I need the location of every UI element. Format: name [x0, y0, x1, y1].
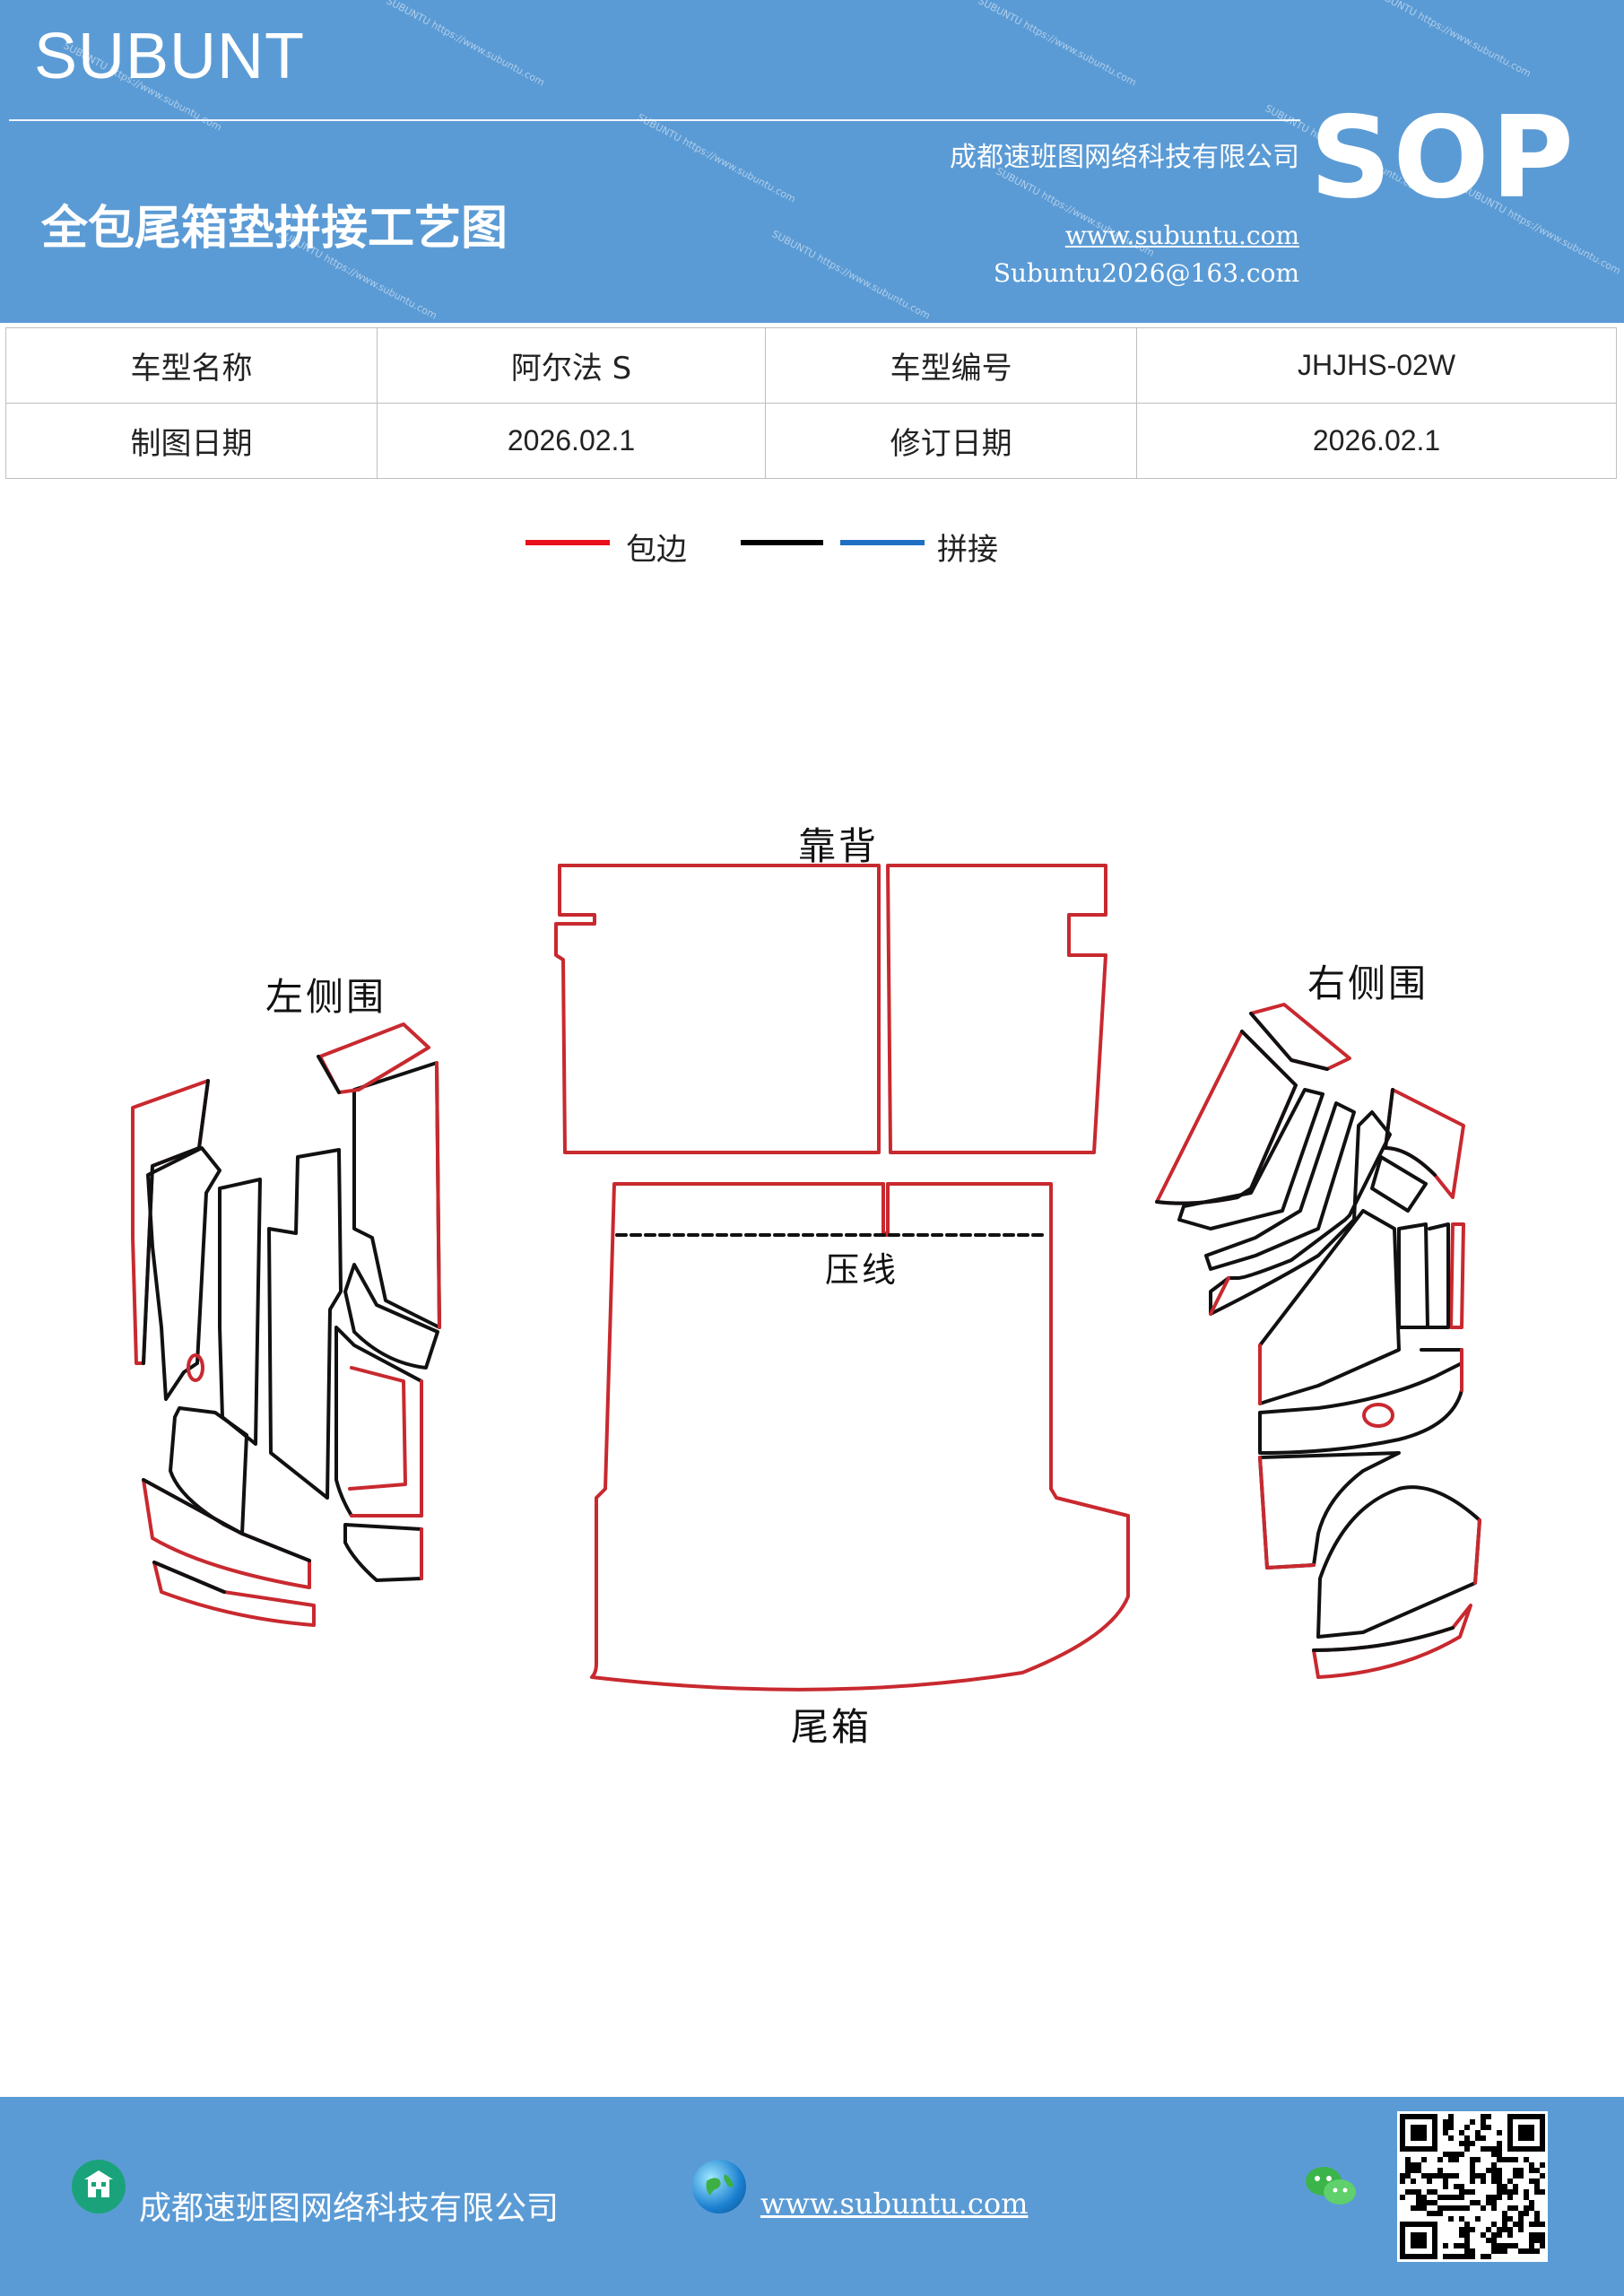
watermark-text: SUBUNTU https://www.subuntu.com [976, 0, 1139, 89]
backrest-left-panel [554, 864, 881, 1154]
table-cell: 车型名称 [5, 327, 378, 404]
table-row: 制图日期 2026.02.1 修订日期 2026.02.1 [5, 403, 1617, 479]
right-piece-11 [1258, 1451, 1401, 1570]
wechat-icon[interactable] [1300, 2160, 1356, 2213]
legend-swatch-seam [840, 540, 925, 545]
left-piece-5-edge [435, 1061, 441, 1329]
brand-logo: SUBUNT [34, 21, 306, 92]
left-piece-11 [152, 1561, 316, 1627]
table-cell: 制图日期 [5, 403, 378, 479]
footer-banner: 成都速班图网络科技有限公司 www.subuntu.com [0, 2097, 1624, 2296]
email-address: Subuntu2026@163.com [993, 258, 1299, 288]
legend-swatch-black [741, 540, 823, 545]
table-cell: 车型编号 [765, 327, 1138, 404]
left-piece-1-seam [142, 1079, 210, 1365]
right-piece-10 [1258, 1348, 1463, 1455]
watermark-text: SUBUNTU https://www.subuntu.com [769, 228, 933, 322]
legend: 包边 拼接 [0, 525, 1624, 570]
legend-label-edge: 包边 [626, 532, 687, 568]
sop-badge: SOP [1309, 91, 1576, 223]
left-piece-2 [146, 1146, 221, 1401]
right-piece-5-seam [1384, 1088, 1437, 1177]
left-piece-11-seam [152, 1561, 226, 1594]
right-piece-4-edge [1209, 1276, 1230, 1316]
watermark-text: SUBUNTU https://www.subuntu.com [635, 111, 798, 205]
right-piece-1 [1155, 1030, 1298, 1205]
vehicle-info-table: 车型名称 阿尔法 S 车型编号 JHJHS-02W 制图日期 2026.02.1… [5, 327, 1617, 479]
left-oval-hole [187, 1353, 204, 1382]
watermark-text: SUBUNTU https://www.subuntu.com [1370, 0, 1533, 80]
right-piece-12-edge [1473, 1518, 1481, 1585]
left-piece-10 [142, 1478, 311, 1589]
label-trunk: 尾箱 [791, 1705, 873, 1749]
right-piece-12 [1316, 1485, 1481, 1639]
left-piece-top-seam [317, 1055, 341, 1094]
left-piece-9 [343, 1523, 423, 1582]
left-piece-4 [267, 1148, 343, 1500]
right-piece-9 [1449, 1222, 1465, 1329]
header-divider [9, 119, 1300, 121]
backrest-right-panel [886, 864, 1107, 1154]
label-left-side: 左侧围 [265, 975, 387, 1019]
left-piece-top [318, 1022, 430, 1094]
trunk-floor [590, 1182, 1130, 1692]
right-piece-9-seam [1428, 1222, 1450, 1329]
right-piece-top [1249, 1003, 1351, 1071]
right-piece-7 [1258, 1209, 1401, 1405]
table-cell: 2026.02.1 [1136, 403, 1617, 479]
right-piece-1-seam [1155, 1030, 1298, 1205]
globe-icon [692, 2160, 746, 2213]
legend-label-seam: 拼接 [937, 532, 998, 568]
watermark-text: SUBUNTU https://www.subuntu.com [384, 0, 547, 89]
right-piece-13-seam [1312, 1626, 1455, 1652]
label-press-line: 压线 [825, 1250, 899, 1290]
footer-website-link[interactable]: www.subuntu.com [760, 2187, 1029, 2221]
mat-diagram: 靠背 左侧围 右侧围 压线 尾箱 [0, 789, 1624, 1776]
table-cell: 阿尔法 S [376, 327, 767, 404]
trunk-seam [881, 1182, 890, 1237]
label-right-side: 右侧围 [1307, 961, 1429, 1005]
left-piece-7-inner [348, 1366, 407, 1491]
website-link[interactable]: www.subuntu.com [1064, 221, 1299, 250]
left-piece-8 [169, 1406, 248, 1535]
qr-code-pattern [1400, 2114, 1545, 2259]
label-backrest: 靠背 [798, 824, 880, 868]
right-piece-11-edge [1258, 1456, 1316, 1570]
footer-company-name: 成都速班图网络科技有限公司 [139, 2190, 560, 2227]
qr-code[interactable] [1397, 2111, 1548, 2262]
company-name: 成都速班图网络科技有限公司 [950, 142, 1299, 173]
right-oval-hole [1362, 1403, 1394, 1428]
right-piece-4 [1209, 1110, 1392, 1316]
table-cell: 修订日期 [765, 403, 1138, 479]
right-piece-2 [1177, 1088, 1324, 1231]
table-cell: 2026.02.1 [376, 403, 767, 479]
document-title: 全包尾箱垫拼接工艺图 [41, 202, 508, 256]
left-piece-6 [343, 1263, 439, 1370]
left-piece-7-edge [350, 1379, 423, 1518]
left-piece-10-seam [142, 1478, 311, 1562]
right-piece-13 [1312, 1604, 1472, 1679]
legend-swatch-edge [525, 540, 610, 545]
right-piece-3 [1204, 1101, 1356, 1271]
table-row: 车型名称 阿尔法 S 车型编号 JHJHS-02W [5, 327, 1617, 404]
right-piece-top-seam [1249, 1012, 1329, 1071]
header-banner: SUBUNT 成都速班图网络科技有限公司 全包尾箱垫拼接工艺图 www.subu… [0, 0, 1624, 323]
building-icon [72, 2160, 126, 2213]
right-piece-6 [1370, 1155, 1428, 1213]
left-piece-3 [218, 1178, 262, 1446]
right-piece-8 [1397, 1222, 1429, 1329]
mat-pattern-svg [131, 864, 1481, 1692]
table-cell: JHJHS-02W [1136, 327, 1617, 404]
